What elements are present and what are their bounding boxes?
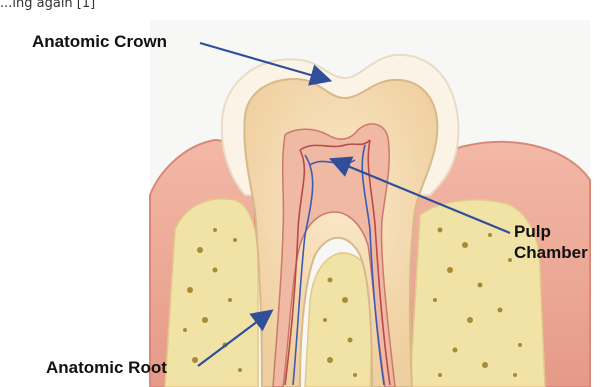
label-anatomic-root: Anatomic Root — [46, 358, 167, 377]
bone-left — [165, 199, 258, 387]
label-anatomic-crown: Anatomic Crown — [32, 32, 167, 51]
label-pulp-line1: Pulp — [514, 222, 551, 241]
label-pulp-line2: Chamber — [514, 243, 588, 262]
